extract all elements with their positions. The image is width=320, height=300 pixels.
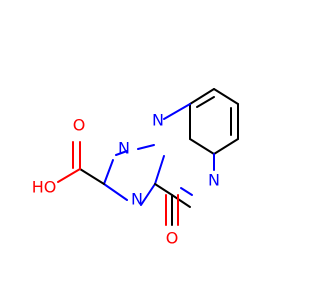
bond: [213, 138, 239, 155]
bond: [103, 159, 114, 185]
bond: [154, 183, 173, 196]
bond: [57, 168, 81, 183]
bond-layer: [57, 88, 239, 226]
molecule-canvas: N N N N O HO O: [31, 88, 239, 248]
atom-label-layer: N N N N O HO O: [32, 111, 220, 248]
atom-n1-label: N: [152, 111, 164, 130]
bond: [171, 194, 191, 208]
bond: [180, 187, 193, 196]
bond: [189, 88, 215, 105]
atom-n4-label: N: [208, 171, 220, 190]
atom-hydroxyl-label: HO: [32, 178, 57, 197]
atom-n2-label: N: [118, 139, 130, 158]
atom-oxygen-acid-label: O: [73, 116, 86, 135]
bond: [213, 88, 239, 105]
bond: [196, 96, 215, 108]
bond: [137, 144, 155, 150]
molecule-structure: N N N N O HO O: [32, 88, 239, 248]
atom-oxygen-carbonyl-label: O: [166, 229, 179, 248]
bond: [115, 150, 128, 156]
bond: [103, 183, 128, 201]
bond: [79, 168, 105, 185]
bond: [154, 155, 165, 185]
bond: [140, 183, 156, 206]
atom-n3-label: N: [131, 190, 143, 209]
bond: [163, 103, 191, 120]
bond: [189, 138, 215, 155]
